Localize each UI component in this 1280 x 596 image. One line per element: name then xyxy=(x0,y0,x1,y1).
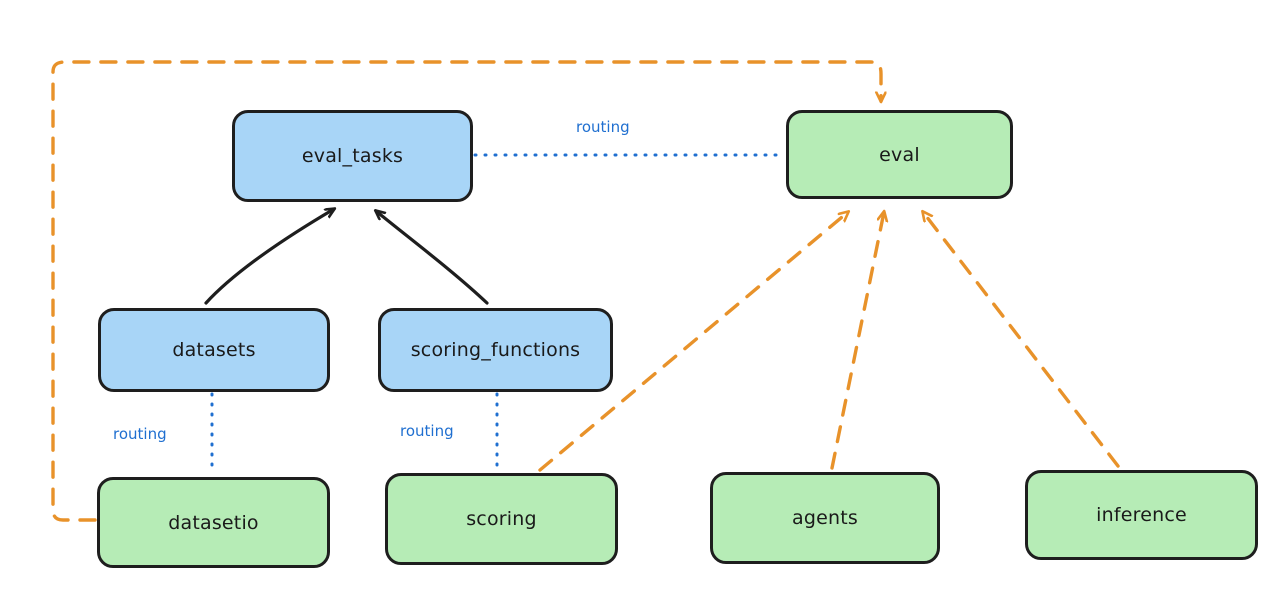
edge-scoring-functions-to-eval-tasks xyxy=(376,211,489,305)
node-label: datasets xyxy=(172,339,256,361)
node-datasets[interactable]: datasets xyxy=(98,308,330,392)
node-label: scoring xyxy=(466,508,537,530)
node-eval[interactable]: eval xyxy=(786,110,1013,199)
node-label: inference xyxy=(1096,504,1187,526)
node-label: agents xyxy=(792,507,858,529)
node-agents[interactable]: agents xyxy=(710,472,940,564)
edge-datasetio-to-eval xyxy=(51,60,881,522)
node-eval-tasks[interactable]: eval_tasks xyxy=(232,110,473,202)
node-scoring-functions[interactable]: scoring_functions xyxy=(378,308,613,392)
node-label: eval_tasks xyxy=(301,145,404,167)
node-inference[interactable]: inference xyxy=(1025,470,1258,560)
edge-datasets-to-eval-tasks xyxy=(204,209,334,305)
node-datasetio[interactable]: datasetio xyxy=(97,477,330,568)
node-label: eval xyxy=(879,143,920,166)
node-label: datasetio xyxy=(168,511,259,534)
edge-agents-to-eval xyxy=(830,212,884,470)
edge-label-routing-datasetio: routing xyxy=(113,425,167,443)
edge-inference-to-eval xyxy=(923,212,1120,468)
node-label: scoring_functions xyxy=(410,339,581,361)
node-scoring[interactable]: scoring xyxy=(385,473,618,565)
edge-scoring-to-eval xyxy=(538,212,848,472)
edge-label-routing-scoring: routing xyxy=(400,422,454,440)
edge-label-routing-eval: routing xyxy=(576,118,630,136)
